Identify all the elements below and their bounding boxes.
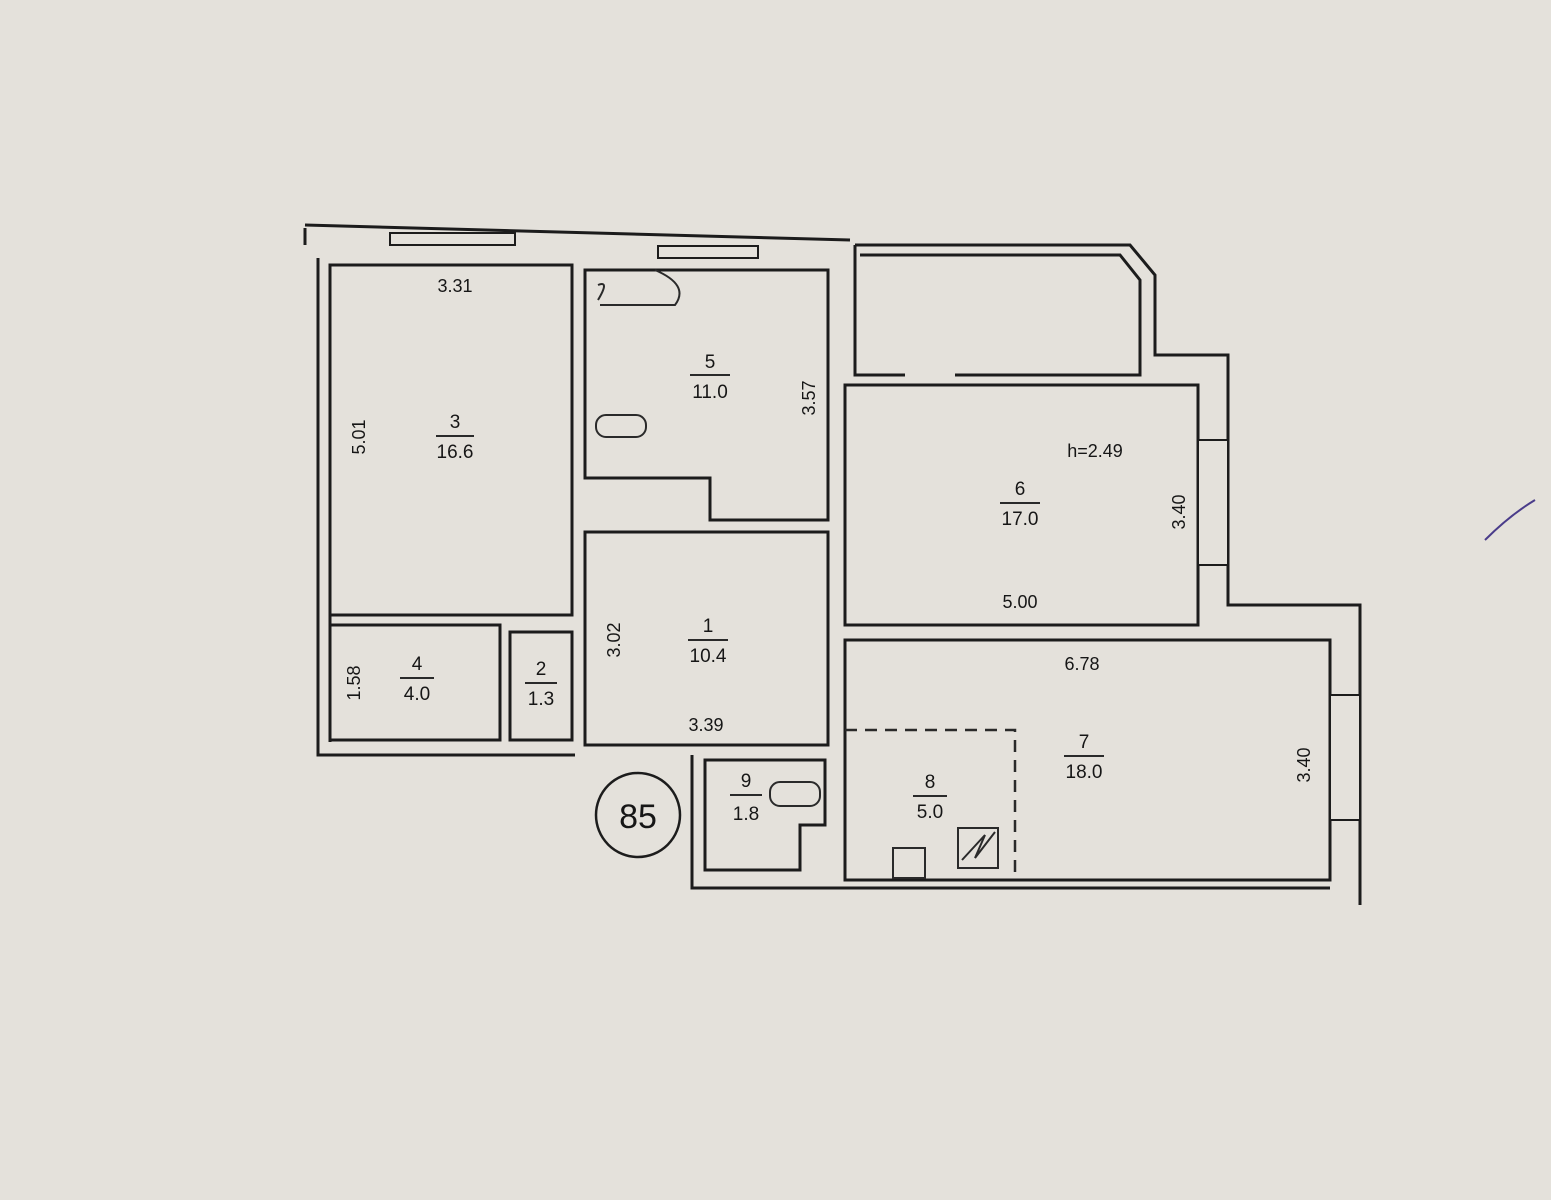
toilet-icon bbox=[769, 781, 821, 807]
dimension-label: 3.39 bbox=[688, 715, 723, 735]
window bbox=[657, 245, 759, 259]
room-9: 9 1.8 bbox=[730, 771, 762, 825]
room-number: 1 bbox=[703, 616, 714, 637]
dimension-label: 5.00 bbox=[1002, 592, 1037, 612]
room-number: 8 bbox=[925, 772, 936, 793]
dimensions: 3.31 5.01 3.57 3.40 5.00 3.02 3.39 1.58 … bbox=[344, 276, 1314, 783]
room-area: 11.0 bbox=[692, 382, 728, 403]
room-2: 2 1.3 bbox=[525, 659, 557, 710]
dimension-label: 3.40 bbox=[1294, 747, 1314, 782]
room-3: 3 16.6 bbox=[436, 412, 474, 463]
room-number: 9 bbox=[741, 771, 752, 792]
walls bbox=[303, 223, 1362, 905]
apartment-number-badge: 85 bbox=[594, 771, 682, 859]
dimension-label: 6.78 bbox=[1064, 654, 1099, 674]
window bbox=[1329, 694, 1361, 821]
room-area: 5.0 bbox=[917, 802, 943, 823]
room-number: 6 bbox=[1015, 479, 1026, 500]
room-area: 18.0 bbox=[1066, 762, 1103, 783]
room-area: 1.8 bbox=[733, 804, 759, 825]
room-5: 5 11.0 bbox=[690, 352, 730, 403]
room-area: 1.3 bbox=[528, 689, 554, 710]
ceiling-height: h=2.49 bbox=[1067, 441, 1123, 461]
room-4: 4 4.0 bbox=[400, 654, 434, 705]
room-8: 8 5.0 bbox=[913, 772, 947, 823]
room-area: 4.0 bbox=[404, 684, 430, 705]
room-7: 7 18.0 bbox=[1064, 732, 1104, 783]
room-6: 6 17.0 h=2.49 bbox=[1000, 441, 1123, 530]
room-number: 5 bbox=[705, 352, 716, 373]
room-area: 17.0 bbox=[1002, 509, 1039, 530]
room-number: 7 bbox=[1079, 732, 1090, 753]
pen-mark bbox=[1484, 499, 1536, 541]
window bbox=[1197, 439, 1229, 566]
dimension-label: 3.02 bbox=[604, 622, 624, 657]
room-area: 10.4 bbox=[690, 646, 727, 667]
toilet-icon bbox=[595, 414, 647, 438]
room-area: 16.6 bbox=[437, 442, 474, 463]
window bbox=[389, 232, 516, 246]
dimension-label: 5.01 bbox=[349, 419, 369, 454]
stove-icon bbox=[892, 847, 926, 879]
electric-panel-icon bbox=[957, 827, 999, 869]
room-1: 1 10.4 bbox=[688, 616, 728, 667]
dimension-label: 3.57 bbox=[799, 380, 819, 415]
apartment-number: 85 bbox=[619, 798, 657, 836]
dimension-label: 1.58 bbox=[344, 665, 364, 700]
room-number: 4 bbox=[412, 654, 423, 675]
dimension-label: 3.40 bbox=[1169, 494, 1189, 529]
room-number: 2 bbox=[536, 659, 547, 680]
room-number: 3 bbox=[450, 412, 461, 433]
dimension-label: 3.31 bbox=[437, 276, 472, 296]
